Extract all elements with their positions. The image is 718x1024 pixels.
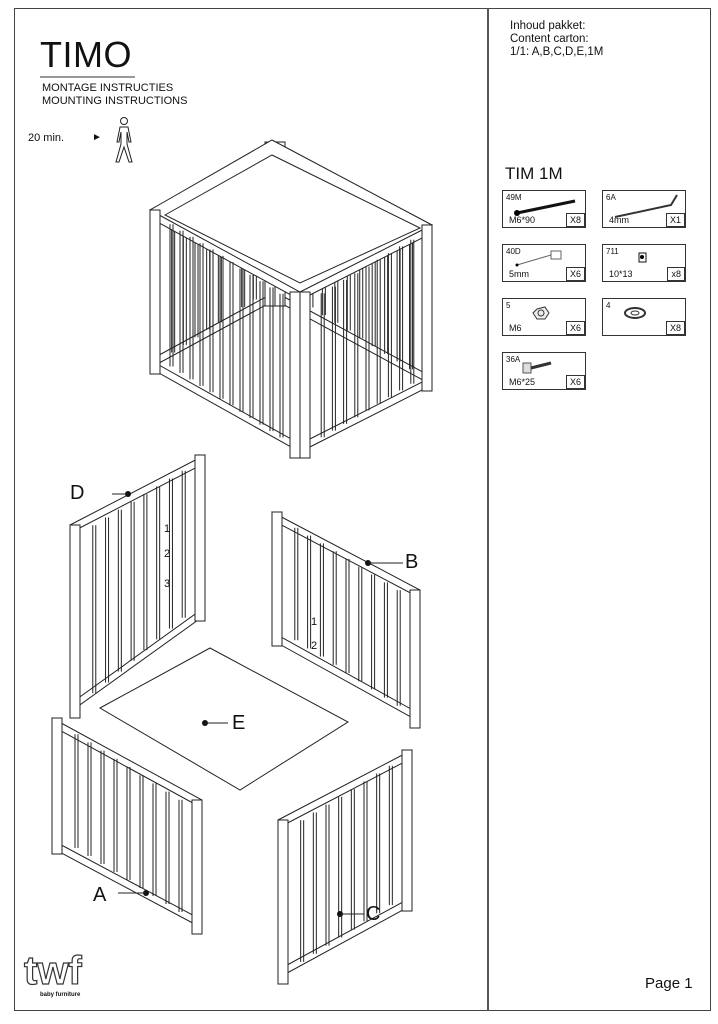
nut-icon — [532, 306, 550, 320]
part-quantity: X1 — [665, 213, 685, 227]
part-6A: 6A 4mm X1 — [602, 190, 686, 228]
logo-tagline: baby furniture — [40, 992, 81, 998]
assembly-time: 20 min. — [28, 132, 65, 144]
person-icon — [115, 117, 133, 163]
part-size: 5mm — [509, 269, 529, 279]
part-size: M6 — [509, 323, 522, 333]
part-quantity: x8 — [667, 267, 685, 281]
barrel-nut-icon — [638, 252, 647, 263]
hole-1-b: 1 — [311, 616, 318, 628]
part-size: M6*25 — [509, 377, 536, 387]
part-code: 40D — [506, 247, 521, 256]
washer-icon — [624, 307, 646, 319]
part-quantity: X6 — [565, 267, 585, 281]
label-d: D — [70, 482, 85, 504]
carton-contents: Inhoud pakket: Content carton: 1/1: A,B,… — [510, 20, 603, 59]
long-bolt-icon — [514, 199, 576, 216]
hole-3-d: 3 — [164, 578, 171, 590]
hole-2-d: 2 — [164, 548, 171, 560]
contents-label-en: Content carton: — [510, 33, 589, 45]
part-size: 10*13 — [609, 269, 633, 279]
key-wrench-icon — [515, 250, 562, 267]
part-size: M6*90 — [509, 215, 536, 225]
arrow-icon: ► — [92, 132, 102, 143]
page-border — [14, 8, 711, 1011]
column-divider — [487, 8, 489, 1011]
svg-text:twf: twf — [24, 950, 82, 992]
crib-front-right — [299, 224, 433, 459]
label-c: C — [366, 903, 381, 925]
page-number: Page 1 — [645, 975, 693, 992]
part-size: 4mm — [609, 215, 629, 225]
product-title: TIMO — [40, 34, 132, 75]
part-code: 36A — [506, 355, 521, 364]
part-code: 49M — [506, 193, 522, 202]
panel-a — [51, 717, 203, 935]
crib-front-left — [149, 209, 301, 459]
panel-d — [69, 454, 206, 719]
part-code: 711 — [606, 247, 619, 256]
hole-2-b: 2 — [311, 640, 318, 652]
part-711: 711 10*13 x8 — [602, 244, 686, 282]
hole-1-d: 1 — [164, 523, 171, 535]
title-underline — [40, 76, 135, 78]
short-bolt-icon — [522, 361, 552, 374]
part-40D: 40D 5mm X6 — [502, 244, 586, 282]
contents-list: 1/1: A,B,C,D,E,1M — [510, 46, 604, 58]
part-36A: 36A M6*25 X6 — [502, 352, 586, 390]
contents-label-nl: Inhoud pakket: — [510, 20, 586, 32]
panel-b — [271, 511, 421, 729]
crib-inner — [163, 154, 422, 284]
part-49M: 49M M6*90 X8 — [502, 190, 586, 228]
allen-key-icon — [614, 194, 678, 218]
subtitle-dutch: MONTAGE INSTRUCTIES — [42, 82, 174, 94]
part-code: 5 — [506, 301, 511, 310]
part-quantity: X8 — [665, 321, 685, 335]
label-e: E — [232, 712, 246, 734]
panel-c — [277, 749, 413, 985]
hardware-pack-title: TIM 1M — [505, 164, 563, 183]
part-code: 6A — [606, 193, 616, 202]
label-a: A — [93, 884, 107, 906]
label-b: B — [405, 551, 419, 573]
twf-logo: twf — [23, 950, 83, 992]
part-quantity: X6 — [565, 375, 585, 389]
part-quantity: X6 — [565, 321, 585, 335]
part-quantity: X8 — [565, 213, 585, 227]
part-code: 4 — [606, 301, 611, 310]
subtitle-english: MOUNTING INSTRUCTIONS — [42, 95, 188, 107]
base-board-e — [98, 647, 349, 791]
